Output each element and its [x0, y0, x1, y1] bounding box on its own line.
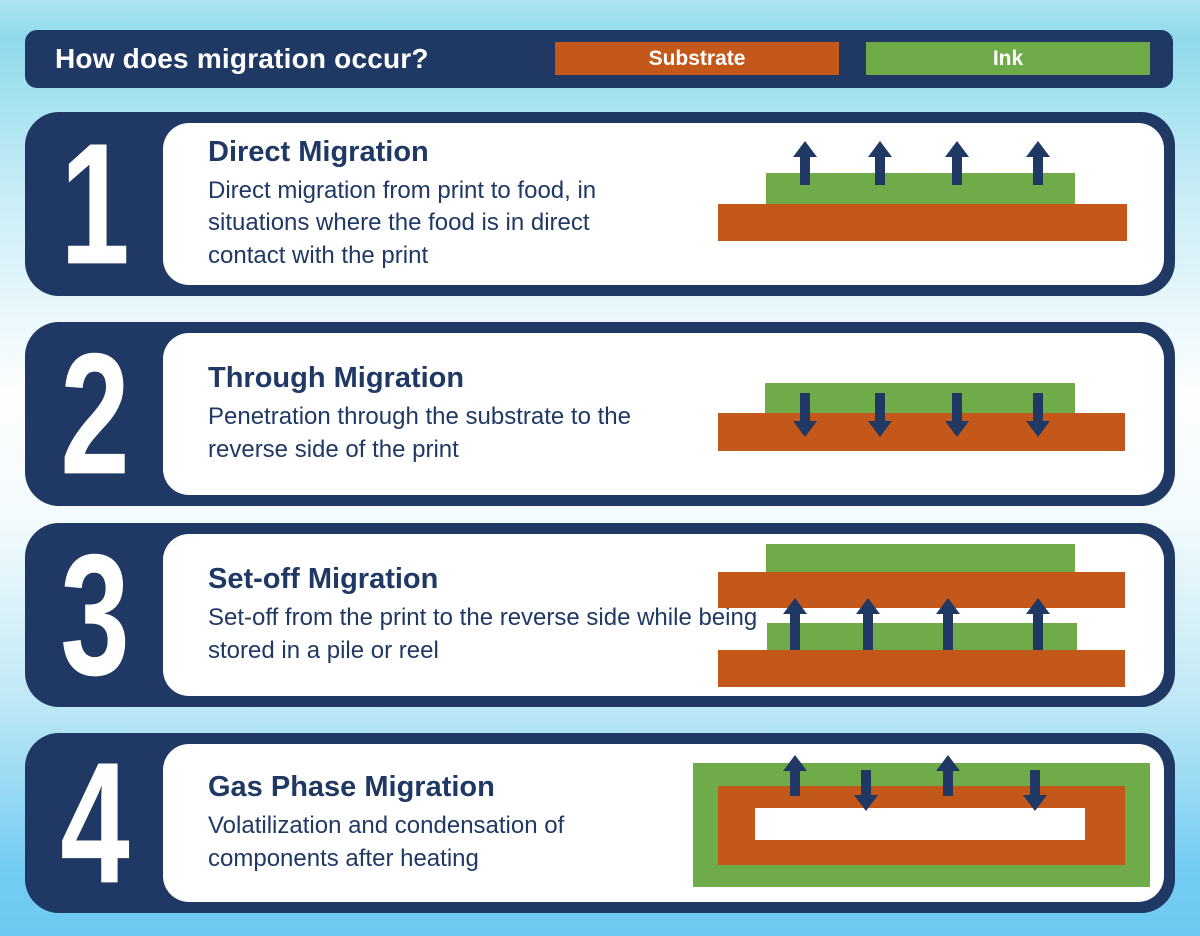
migration-arrow-up-icon: [783, 598, 807, 650]
header-bar: How does migration occur? Substrate Ink: [25, 30, 1173, 88]
section-title: Through Migration: [208, 361, 465, 394]
section-direct-migration: 1 Direct Migration Direct migration from…: [25, 112, 1175, 296]
section-set-off-migration: 3 Set-off Migration Set-off from the pri…: [25, 523, 1175, 707]
section-text: Gas Phase Migration Volatilization and c…: [208, 744, 653, 902]
migration-arrow-up-icon: [868, 141, 892, 185]
ink-layer: [766, 173, 1075, 204]
section-panel: Direct Migration Direct migration from p…: [163, 123, 1164, 285]
section-title: Set-off Migration: [208, 562, 439, 595]
legend-label-substrate: Substrate: [648, 46, 746, 70]
section-gas-phase-migration: 4 Gas Phase Migration Volatilization and…: [25, 733, 1175, 913]
section-description: Set-off from the print to the reverse si…: [208, 603, 758, 664]
section-title: Gas Phase Migration: [208, 770, 495, 803]
section-number: 3: [60, 517, 130, 712]
legend: Substrate Ink: [555, 42, 1150, 75]
section-number: 1: [60, 106, 130, 301]
migration-arrow-up-icon: [783, 755, 807, 796]
section-text: Through Migration Penetration through th…: [208, 333, 653, 495]
migration-arrow-down-icon: [1026, 393, 1050, 437]
migration-arrow-down-icon: [1023, 770, 1047, 811]
migration-arrow-up-icon: [793, 141, 817, 185]
section-text: Direct Migration Direct migration from p…: [208, 123, 653, 285]
substrate-layer: [718, 413, 1125, 451]
section-title: Direct Migration: [208, 135, 429, 168]
substrate-layer: [718, 204, 1127, 241]
migration-arrow-up-icon: [1026, 141, 1050, 185]
migration-arrow-down-icon: [793, 393, 817, 437]
section-number: 4: [60, 725, 130, 920]
migration-arrow-up-icon: [936, 598, 960, 650]
section-description: Volatilization and condensation of compo…: [208, 811, 565, 872]
section-text: Set-off Migration Set-off from the print…: [208, 534, 778, 696]
legend-label-ink: Ink: [992, 46, 1024, 70]
section-panel: Set-off Migration Set-off from the print…: [163, 534, 1164, 696]
section-number: 2: [60, 316, 130, 511]
section-panel: Through Migration Penetration through th…: [163, 333, 1164, 495]
section-through-migration: 2 Through Migration Penetration through …: [25, 322, 1175, 506]
migration-arrow-up-icon: [936, 755, 960, 796]
migration-arrow-down-icon: [868, 393, 892, 437]
section-description: Penetration through the substrate to the…: [208, 402, 631, 463]
section-description: Direct migration from print to food, in …: [208, 176, 597, 269]
substrate-layer-top: [718, 572, 1125, 608]
inner-core-layer: [755, 808, 1085, 840]
migration-arrow-up-icon: [856, 598, 880, 650]
legend-chip-ink: Ink: [866, 42, 1150, 75]
migration-arrow-up-icon: [945, 141, 969, 185]
substrate-layer-bottom: [718, 650, 1125, 687]
ink-layer-top: [766, 544, 1075, 572]
ink-layer: [765, 383, 1075, 413]
migration-arrow-down-icon: [854, 770, 878, 811]
migration-arrow-down-icon: [945, 393, 969, 437]
ink-layer-bottom: [767, 623, 1077, 650]
section-panel: Gas Phase Migration Volatilization and c…: [163, 744, 1164, 902]
migration-arrow-up-icon: [1026, 598, 1050, 650]
legend-chip-substrate: Substrate: [555, 42, 839, 75]
page-title: How does migration occur?: [55, 43, 429, 74]
